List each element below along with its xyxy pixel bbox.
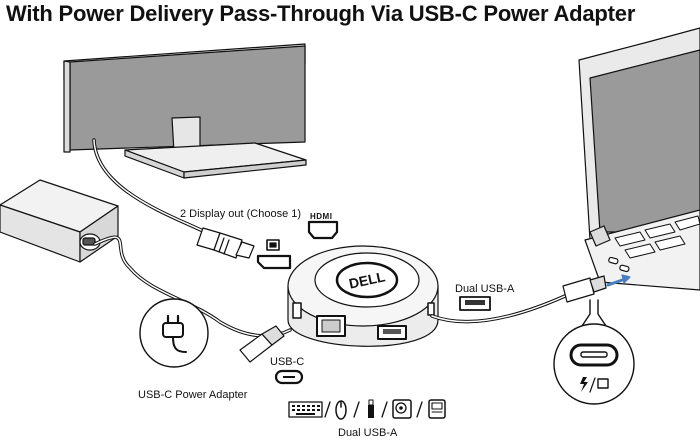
dual-usb-a-label-top: Dual USB-A	[455, 283, 515, 295]
hdmi-port-icon	[307, 220, 339, 240]
usb-c-port-icon	[274, 369, 304, 385]
monitor	[63, 43, 307, 179]
dual-usb-a-label-bottom: Dual USB-A	[338, 427, 398, 439]
adapter-usbc-plug	[239, 325, 285, 363]
page-title: With Power Delivery Pass-Through Via USB…	[6, 1, 636, 26]
card-reader-icon	[428, 399, 446, 419]
adapter-label: USB-C Power Adapter	[138, 389, 248, 401]
power-plug-icon	[139, 298, 209, 368]
hard-drive-icon	[392, 399, 412, 419]
dell-logo: DELL	[347, 268, 387, 291]
keyboard-icon	[288, 401, 323, 418]
hdmi-plug	[196, 227, 255, 259]
displayport-port	[256, 254, 292, 270]
laptop	[578, 27, 700, 291]
displayport-icon	[266, 239, 280, 251]
thunderbolt-icon	[580, 377, 588, 392]
dp-small-icon	[597, 378, 609, 389]
hdmi-label: HDMI	[310, 212, 333, 221]
power-adapter	[0, 179, 119, 263]
dock: DELL	[287, 245, 439, 347]
usb-c-label: USB-C	[270, 356, 305, 368]
mouse-icon	[335, 400, 347, 420]
display-out-label: 2 Display out (Choose 1)	[180, 208, 302, 220]
usb-drive-icon	[368, 399, 374, 418]
usbc-callout	[553, 323, 635, 405]
usbc-host-plug	[562, 275, 607, 303]
usb-a-port-icon	[459, 296, 491, 311]
